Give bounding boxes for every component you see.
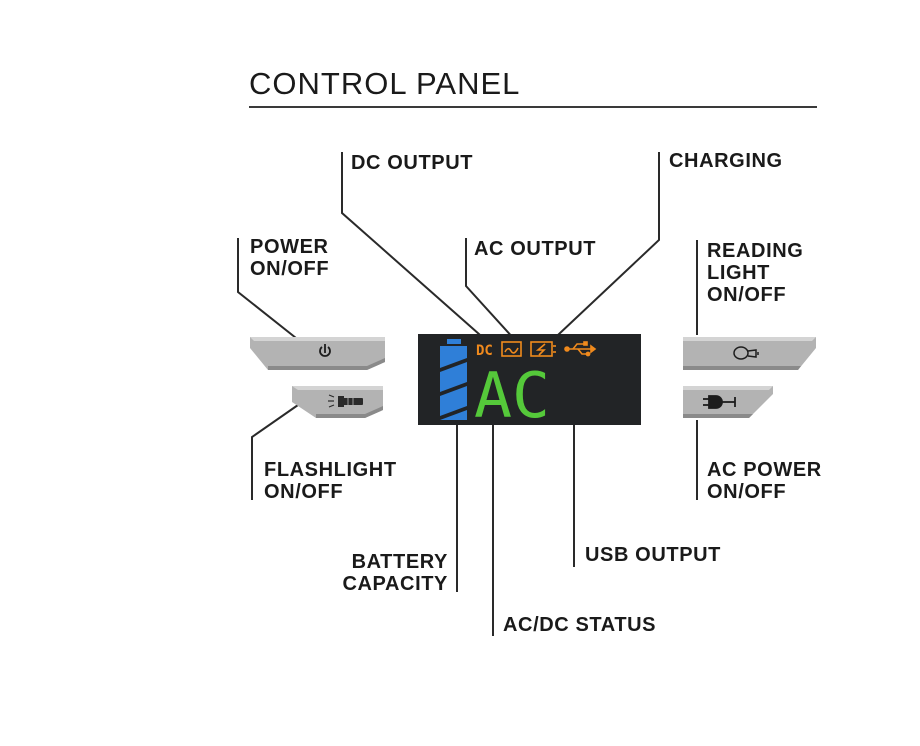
plug-icon (703, 395, 736, 409)
reading-light-button[interactable] (683, 337, 816, 370)
acdc-status-readout: AC (474, 359, 550, 432)
leader-power (237, 238, 297, 339)
label-flashlight: FLASHLIGHT ON/OFF (264, 459, 397, 503)
leader-ac-output (465, 238, 516, 341)
flashlight-icon (328, 394, 363, 408)
label-ac-output: AC OUTPUT (474, 238, 597, 260)
label-usb-output: USB OUTPUT (585, 544, 721, 566)
label-charging: CHARGING (669, 150, 783, 172)
label-dc-output: DC OUTPUT (351, 152, 474, 174)
ac-output-icon (501, 341, 522, 357)
flashlight-button[interactable] (292, 386, 383, 418)
label-battery-capacity: BATTERY CAPACITY (342, 551, 448, 595)
battery-icon (440, 339, 467, 420)
leader-charging (541, 152, 660, 351)
label-power: POWER ON/OFF (250, 236, 330, 280)
lightbulb-icon (733, 346, 759, 360)
power-icon (319, 344, 331, 357)
label-acdc-status: AC/DC STATUS (503, 614, 657, 636)
dc-output-indicator: DC (476, 343, 493, 359)
usb-icon (564, 341, 597, 357)
title-divider (249, 106, 817, 108)
lcd-display: DC AC (418, 334, 641, 432)
leader-dc-output (341, 152, 489, 343)
page-title: CONTROL PANEL (249, 66, 521, 101)
charging-icon (530, 341, 556, 357)
leader-flashlight (251, 404, 299, 500)
power-button[interactable] (250, 337, 385, 370)
label-reading-light: READING LIGHT ON/OFF (707, 240, 804, 306)
ac-power-button[interactable] (683, 386, 773, 418)
label-ac-power: AC POWER ON/OFF (707, 459, 822, 503)
